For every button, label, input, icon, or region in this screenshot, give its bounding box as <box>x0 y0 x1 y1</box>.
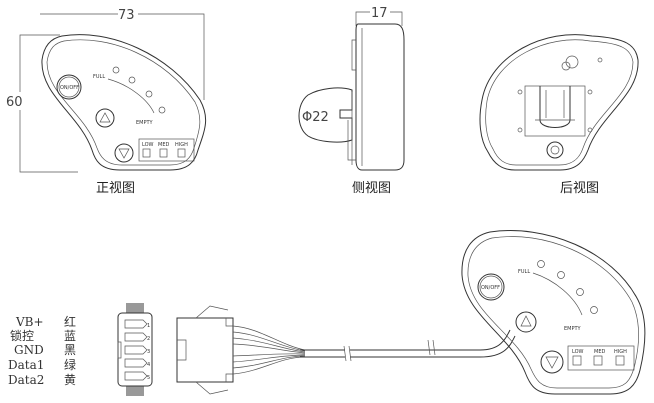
battery-led <box>128 76 136 84</box>
pin-signal: Data1 <box>8 358 44 372</box>
mode-led-high <box>177 148 186 158</box>
svg-text:LOW: LOW <box>572 349 584 355</box>
controller-assembled: ON/OFF FULL EMPTY LOW MED HIGH <box>461 230 646 395</box>
wire-color: 蓝 <box>64 329 76 343</box>
svg-text:LOW: LOW <box>142 142 154 148</box>
pin-signal: VB+ <box>15 315 44 329</box>
mode-led-med <box>159 148 168 158</box>
down-button[interactable] <box>540 350 564 374</box>
power-button[interactable] <box>56 74 82 100</box>
wire-color: 黄 <box>64 373 76 387</box>
svg-text:2: 2 <box>147 336 150 342</box>
svg-text:5: 5 <box>147 375 150 381</box>
front-view-caption: 正视图 <box>96 181 135 196</box>
battery-led <box>158 106 166 114</box>
connector-female: 1 2 3 4 5 <box>117 303 153 396</box>
pin-signal: 锁控 <box>10 328 34 343</box>
back-view-caption: 后视图 <box>560 181 599 196</box>
front-view: 73 60 ON/OFF FULL EMPTY LOW MED HIGH 正视图 <box>6 8 207 196</box>
back-view: 后视图 <box>479 34 639 196</box>
wire-color: 黑 <box>64 343 76 357</box>
up-button[interactable] <box>515 311 537 333</box>
up-button[interactable] <box>95 108 115 128</box>
wire-color: 红 <box>64 314 76 329</box>
full-label: FULL <box>93 74 105 80</box>
battery-led <box>112 66 120 74</box>
svg-text:MED: MED <box>594 349 605 355</box>
svg-text:MED: MED <box>158 142 169 148</box>
svg-text:3: 3 <box>147 349 150 355</box>
battery-led <box>145 90 153 98</box>
svg-text:1: 1 <box>147 323 150 329</box>
mode-led-low <box>142 148 151 158</box>
mode-panel <box>138 138 195 162</box>
width-dimension: 73 <box>118 8 135 23</box>
pin-signal: GND <box>14 343 44 357</box>
thickness-dimension: 17 <box>371 6 388 21</box>
side-view-caption: 侧视图 <box>352 181 391 196</box>
height-dimension-line <box>19 34 78 173</box>
power-button[interactable] <box>477 273 505 301</box>
pin-legend: VB+ 锁控 GND Data1 Data2 红 蓝 黑 绿 黄 <box>8 314 76 387</box>
svg-text:HIGH: HIGH <box>614 349 627 355</box>
height-dimension: 60 <box>6 95 23 110</box>
controller-outline <box>41 34 207 171</box>
side-view: 17 Φ22 侧视图 <box>298 6 405 196</box>
svg-text:HIGH: HIGH <box>175 142 188 148</box>
battery-arc <box>107 78 155 114</box>
diameter-label: Φ22 <box>302 110 329 125</box>
svg-text:ON/OFF: ON/OFF <box>481 285 500 291</box>
pin-signal: Data2 <box>8 373 44 387</box>
connector-male <box>176 305 516 395</box>
width-dimension-line <box>40 13 205 100</box>
power-label: ON/OFF <box>60 85 79 91</box>
wire-color: 绿 <box>64 357 76 372</box>
down-button[interactable] <box>114 143 134 163</box>
svg-text:4: 4 <box>147 362 150 368</box>
empty-label: EMPTY <box>136 120 154 126</box>
svg-text:EMPTY: EMPTY <box>564 326 582 332</box>
svg-text:FULL: FULL <box>518 269 530 275</box>
